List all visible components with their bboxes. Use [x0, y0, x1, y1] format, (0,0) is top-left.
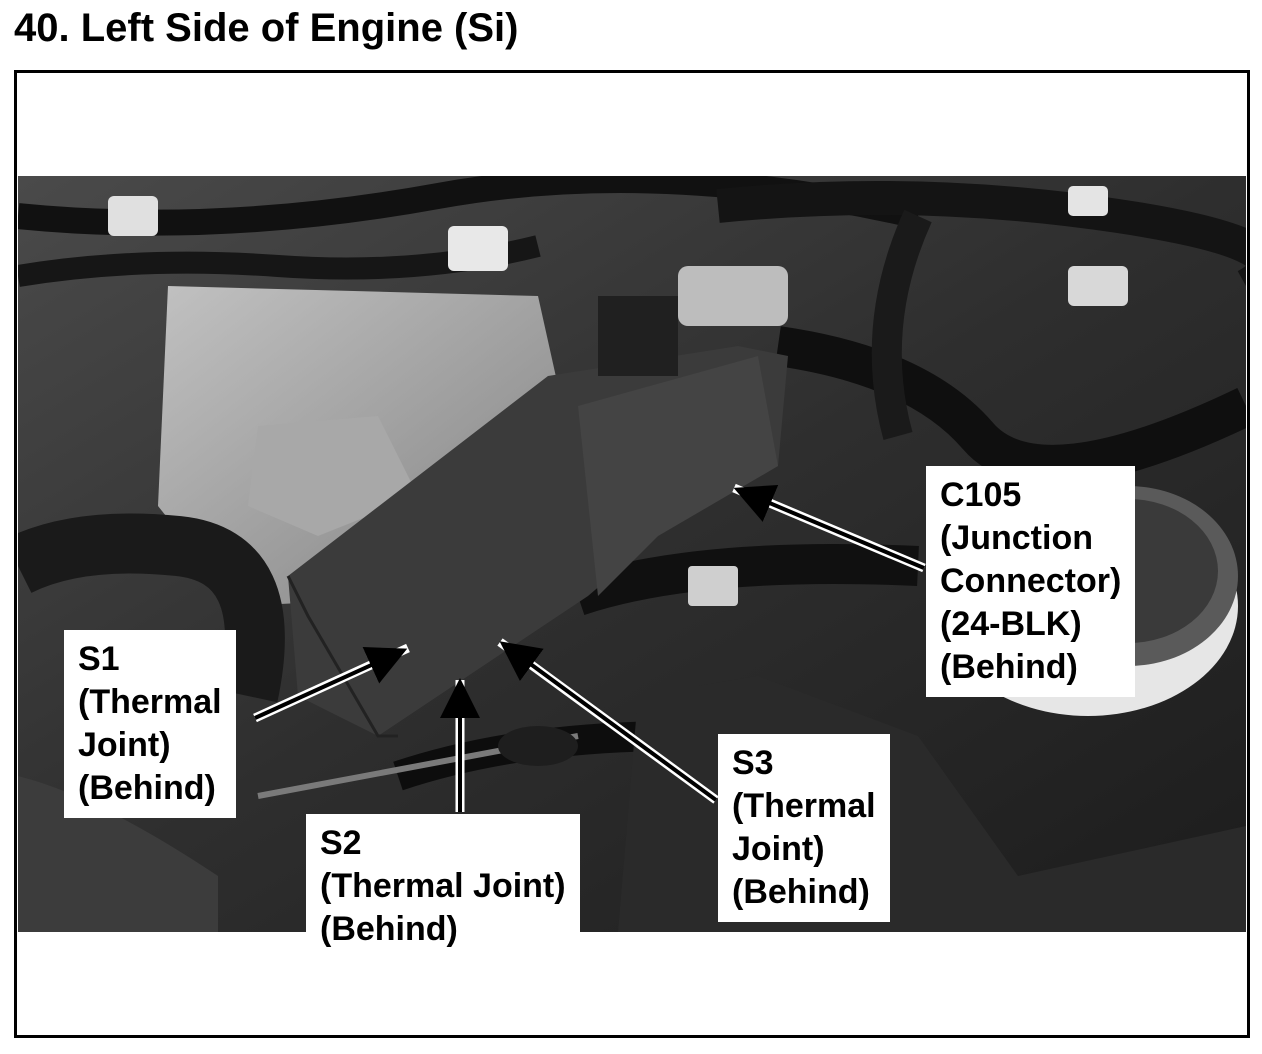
callout-c105-line: C105 [940, 476, 1022, 514]
callout-s3-line: Joint) [732, 830, 825, 868]
callout-c105-line: (Behind) [940, 648, 1078, 686]
callout-s1-line: (Thermal [78, 683, 222, 721]
callout-c105-line: (Junction [940, 519, 1093, 557]
callout-s1: S1 (Thermal Joint) (Behind) [64, 630, 236, 818]
callout-s3-line: (Thermal [732, 787, 876, 825]
callout-s2-line: S2 [320, 824, 362, 862]
callout-s3-line: S3 [732, 744, 774, 782]
callout-s1-line: Joint) [78, 726, 171, 764]
callout-s2-line: (Behind) [320, 910, 458, 948]
callout-s2-line: (Thermal Joint) [320, 867, 566, 905]
callout-s3: S3 (Thermal Joint) (Behind) [718, 734, 890, 922]
page-title: 40. Left Side of Engine (Si) [14, 6, 519, 50]
callout-c105-line: (24-BLK) [940, 605, 1082, 643]
callout-s3-line: (Behind) [732, 873, 870, 911]
callout-s1-line: S1 [78, 640, 120, 678]
callout-s2: S2 (Thermal Joint) (Behind) [306, 814, 580, 959]
callout-s1-line: (Behind) [78, 769, 216, 807]
callout-c105-line: Connector) [940, 562, 1122, 600]
callout-c105: C105 (Junction Connector) (24-BLK) (Behi… [926, 466, 1136, 697]
